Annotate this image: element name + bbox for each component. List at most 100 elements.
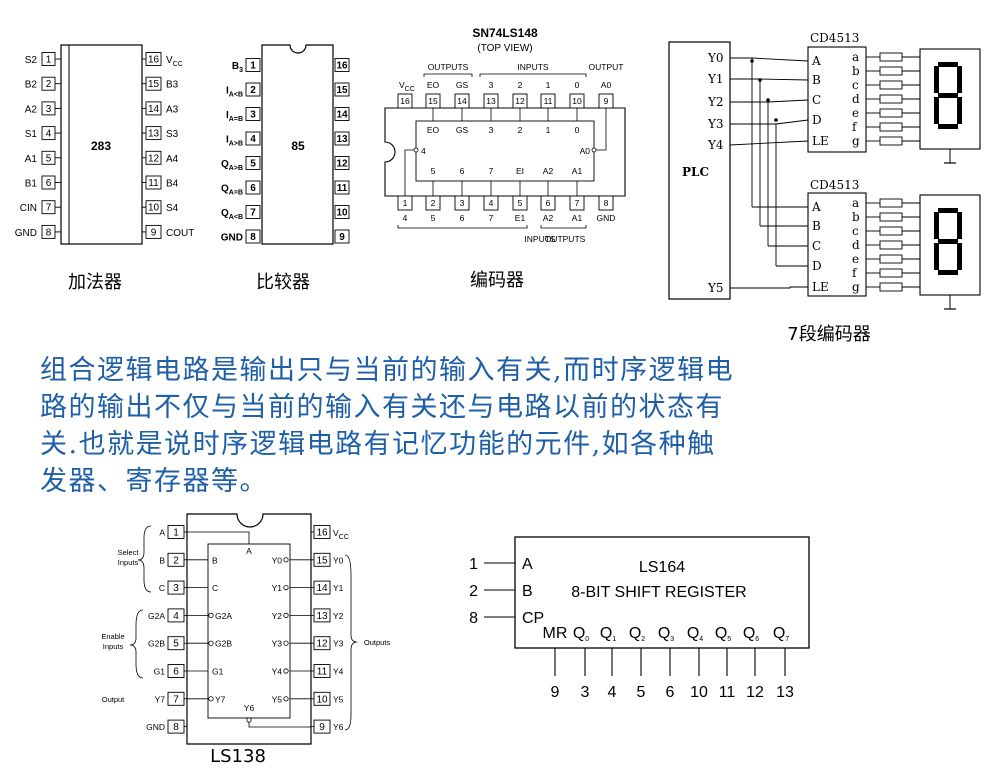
plc-pin-label: Y4 — [707, 138, 724, 152]
encoder-bottom-pin-label: 7 — [489, 213, 494, 223]
decoder-left-pin-number: 3 — [173, 583, 179, 594]
encoder-bottom-pin-number: 4 — [489, 198, 494, 208]
comparator-left-pin-label: IA=B — [226, 110, 243, 123]
segment — [957, 97, 962, 124]
comparator-left-pin-number: 1 — [250, 61, 256, 72]
decoder-inner-left-label: G1 — [212, 667, 224, 677]
encoder-top-pin-number: 11 — [544, 96, 553, 106]
encoder-inner-bottom-label: 5 — [431, 166, 436, 176]
decoder-left-pin-number: 1 — [173, 528, 179, 539]
segment — [957, 212, 962, 239]
comparator-left-pin-label: B3 — [232, 61, 243, 74]
segment — [934, 66, 939, 93]
output-label: Output — [102, 695, 125, 704]
seg-chip-output-label: d — [852, 238, 860, 252]
decoder-right-pin-number: 11 — [317, 667, 328, 678]
encoder-inner-bottom-label: 7 — [489, 166, 494, 176]
decoder-right-pin-label: Y1 — [333, 583, 344, 593]
comparator-right-pin-number: 12 — [336, 159, 348, 170]
comparator-right-pin-number: 14 — [336, 110, 348, 121]
adder-chip-label: 283 — [91, 139, 111, 153]
shift-bottom-pin-number: 10 — [690, 684, 708, 701]
shift-output-label: Q6 — [743, 625, 759, 643]
encoder-subtitle: (TOP VIEW) — [477, 43, 532, 54]
shift-bottom-pin-number: 3 — [581, 684, 590, 701]
seg-chip-box — [807, 192, 867, 297]
encoder-caption: 编码器 — [470, 270, 524, 291]
adder-left-pin-number: 4 — [46, 129, 52, 140]
encoder-top-pin-label: 0 — [575, 80, 580, 90]
shift-output-label: Q0 — [573, 625, 589, 643]
encoder-top-pin-label: GS — [456, 80, 469, 90]
adder-left-pin-number: 1 — [46, 55, 52, 66]
shift-output-label: Q5 — [715, 625, 731, 643]
comparator-left-pin-label: IA>B — [226, 135, 243, 148]
adder-right-pin-box — [145, 224, 162, 239]
adder-right-pin-number: 14 — [148, 104, 160, 115]
comparator-right-pin-box — [334, 205, 350, 219]
decoder-right-pin-label: Y6 — [333, 722, 344, 732]
decoder-right-pin-box — [313, 525, 331, 539]
adder-right-pin-label: B4 — [166, 179, 179, 190]
adder-right-pin-box — [145, 150, 162, 165]
plc-label: PLC — [682, 165, 709, 179]
encoder-top-pin-number: 15 — [428, 96, 438, 106]
segment — [934, 243, 939, 270]
plc-pin-label: Y0 — [707, 51, 724, 65]
decoder-inner-right-label: Y2 — [272, 611, 283, 621]
segment — [938, 124, 958, 129]
decoder-right-pin-box — [313, 636, 331, 651]
paragraph-line-2: 路的输出不仅与当前的输入有关还与电路以前的状态有 — [40, 392, 724, 423]
encoder-bottom-pin-number: 3 — [460, 198, 465, 208]
decoder-left-pin-label: G1 — [154, 667, 166, 677]
adder-right-pin-box — [145, 126, 162, 141]
adder-left-pin-number: 7 — [46, 203, 52, 214]
adder-right-pin-box — [145, 101, 162, 116]
shift-bottom-pin-number: 4 — [608, 684, 617, 701]
resistor — [879, 212, 903, 222]
resistor — [879, 254, 903, 264]
paragraph-line-4: 发器、寄存器等。 — [40, 466, 268, 497]
comparator-left-pin-number: 8 — [250, 232, 256, 243]
decoder-right-pin-label: Y5 — [333, 694, 344, 704]
encoder-bottom-pin-label: 6 — [460, 213, 465, 223]
seg-chip-output-label: c — [852, 224, 859, 238]
adder-left-pin-label: A2 — [25, 104, 38, 115]
shift-output-label: Q7 — [773, 625, 789, 643]
decoder-right-pin-label: Y2 — [333, 611, 344, 621]
resistor — [879, 198, 903, 208]
decoder-left-pin-label: B — [159, 555, 165, 565]
resistor — [879, 282, 903, 292]
encoder-inner-bottom-label: A1 — [572, 166, 583, 176]
encoder-diagram: SN74LS148 (TOP VIEW) OUTPUTS INPUTS OUTP… — [384, 26, 626, 244]
shift-input-pin-number: 8 — [469, 610, 478, 627]
seg-chip-output-label: e — [852, 106, 859, 120]
comparator-left-pin-box — [245, 107, 261, 121]
encoder-bottom-pin-number: 2 — [431, 198, 436, 208]
shift-bottom-pin-number: 5 — [637, 684, 646, 701]
encoder-bottom-pin-label: GND — [597, 213, 616, 223]
decoder-left-pin-label: Y7 — [155, 694, 166, 704]
adder-right-pin-box — [145, 175, 162, 190]
comparator-right-pin-box — [334, 107, 350, 121]
segment — [957, 243, 962, 270]
decoder-inner-right-label: Y1 — [272, 583, 283, 593]
comparator-left-pin-number: 5 — [250, 159, 256, 170]
seg-chip-input-label: B — [812, 219, 821, 233]
segment — [938, 270, 958, 275]
decoder-right-pin-box — [313, 552, 331, 567]
encoder-top-pin-label: A0 — [601, 80, 612, 90]
decoder-right-pin-number: 9 — [319, 722, 325, 733]
comparator-left-pin-box — [245, 131, 261, 146]
comparator-left-pin-box — [245, 205, 261, 219]
resistor — [879, 66, 903, 76]
adder-right-pin-label: A4 — [166, 154, 179, 165]
adder-left-pin-number: 5 — [46, 153, 52, 164]
seg-chip-input-label: LE — [812, 280, 829, 294]
comparator-left-pin-label: QA<B — [221, 208, 243, 221]
